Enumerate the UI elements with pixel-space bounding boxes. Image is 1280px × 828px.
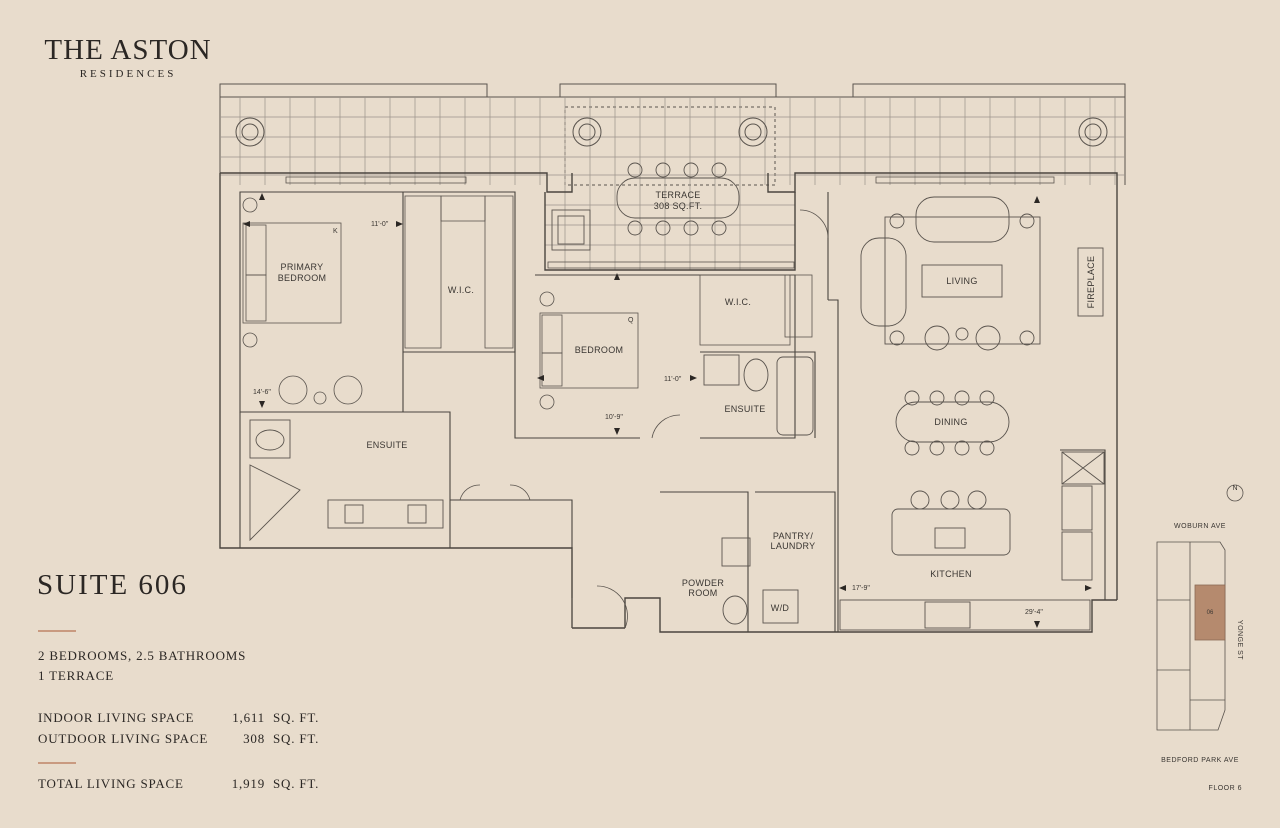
total-label: TOTAL LIVING SPACE	[38, 776, 184, 791]
bedrooms-baths: 2 BEDROOMS, 2.5 BATHROOMS	[38, 648, 247, 663]
pantry-label-2: LAUNDRY	[771, 541, 816, 551]
brand-tagline: RESIDENCES	[79, 68, 177, 80]
windows	[285, 176, 1055, 269]
floor-plan: PRIMARY BEDROOM W.I.C. TERRACE 308 SQ.FT…	[219, 83, 1126, 633]
planter-icons	[235, 117, 1108, 147]
bedroom-furniture	[539, 291, 639, 410]
north-label: N	[1232, 485, 1237, 492]
primary-bedroom-furniture	[242, 197, 363, 405]
dim-primary-depth: 14'-6"	[253, 389, 271, 396]
dining-label: DINING	[934, 417, 967, 427]
street-top: WOBURN AVE	[1174, 523, 1226, 530]
living-furniture	[860, 196, 1104, 351]
total-value: 1,919	[231, 776, 265, 791]
street-bottom: BEDFORD PARK AVE	[1161, 757, 1239, 764]
kitchen-fixtures	[839, 451, 1105, 631]
terrace-label-1: TERRACE	[655, 190, 700, 200]
north-icon	[1226, 484, 1244, 502]
brand-logo: THE ASTON RESIDENCES	[37, 34, 219, 80]
dim-living-depth: 29'-4"	[1025, 609, 1043, 616]
indoor-unit: SQ. FT.	[273, 710, 320, 725]
primary-bedroom-label-1: PRIMARY	[281, 262, 324, 272]
outdoor-label: OUTDOOR LIVING SPACE	[38, 731, 209, 746]
floor-label: FLOOR 6	[1209, 785, 1242, 792]
indoor-space-row: INDOOR LIVING SPACE 1,611 SQ. FT.	[38, 710, 319, 726]
bathroom-fixtures	[249, 354, 814, 625]
key-plan: N WOBURN AVE 06 YONGE ST BEDFORD PARK AV…	[1156, 484, 1244, 792]
terrace-furniture	[551, 162, 740, 251]
indoor-value: 1,611	[232, 710, 265, 725]
dimension-arrows	[243, 193, 1092, 628]
terrace-label-2: 308 SQ.FT.	[654, 201, 703, 211]
primary-bedroom-label-2: BEDROOM	[278, 273, 327, 283]
dim-primary-width: 11'-0"	[371, 221, 389, 228]
building-footprint	[1156, 541, 1226, 731]
brand-name: THE ASTON	[44, 34, 212, 66]
dining-furniture	[895, 390, 1010, 456]
wic-second-label: W.I.C.	[725, 297, 751, 307]
interior-walls	[239, 191, 1106, 632]
outdoor-space-row: OUTDOOR LIVING SPACE 308 SQ. FT.	[38, 731, 319, 747]
terrace-paving	[220, 97, 1125, 270]
door-swings	[459, 209, 829, 629]
living-label: LIVING	[946, 276, 977, 286]
dim-bedroom-width: 11'-0"	[664, 376, 682, 383]
powder-label-1: POWDER	[682, 578, 725, 588]
unit-highlight	[1194, 584, 1226, 641]
washer-dryer-label: W/D	[771, 603, 790, 613]
total-unit: SQ. FT.	[273, 776, 320, 791]
terraces: 1 TERRACE	[38, 668, 114, 683]
bed-size-k: K	[333, 228, 338, 235]
ensuite-second-label: ENSUITE	[724, 404, 765, 414]
dim-living-width: 17'-9"	[852, 585, 870, 592]
suite-title: SUITE 606	[37, 569, 188, 601]
suite-summary: 2 BEDROOMS, 2.5 BATHROOMS 1 TERRACE	[38, 646, 246, 686]
closet-shelving	[404, 195, 813, 349]
indoor-label: INDOOR LIVING SPACE	[38, 710, 195, 725]
total-space-row: TOTAL LIVING SPACE 1,919 SQ. FT.	[38, 776, 319, 792]
wic-primary-label: W.I.C.	[448, 285, 474, 295]
ensuite-primary-label: ENSUITE	[366, 440, 407, 450]
outdoor-unit: SQ. FT.	[273, 731, 320, 746]
powder-label-2: ROOM	[688, 588, 717, 598]
bed-size-q: Q	[628, 317, 634, 324]
divider	[38, 762, 76, 764]
terrace-outline	[219, 83, 1126, 186]
pantry-label-1: PANTRY/	[773, 531, 813, 541]
suite-walls	[219, 172, 1118, 633]
unit-label: 06	[1207, 610, 1214, 616]
bedroom-label: BEDROOM	[575, 345, 624, 355]
room-labels: PRIMARY BEDROOM W.I.C. TERRACE 308 SQ.FT…	[278, 190, 1096, 613]
divider	[38, 630, 76, 632]
outdoor-value: 308	[243, 731, 265, 746]
kitchen-label: KITCHEN	[930, 569, 972, 579]
fireplace-label: FIREPLACE	[1086, 256, 1096, 309]
street-right: YONGE ST	[1236, 620, 1243, 660]
dim-bedroom-depth: 10'-9"	[605, 414, 623, 421]
dimension-labels: 11'-0" 14'-6" 11'-0" 10'-9" 17'-9" 29'-4…	[253, 221, 1043, 616]
